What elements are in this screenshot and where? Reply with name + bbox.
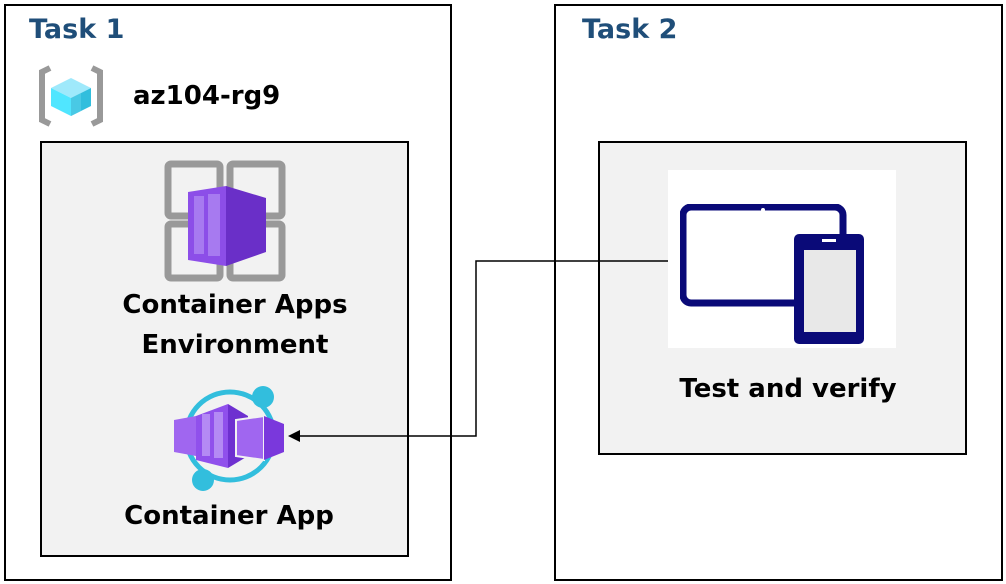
environment-label-line2: Environment	[141, 330, 329, 360]
task1-panel	[4, 4, 452, 581]
devices-icon	[680, 204, 864, 344]
task2-panel	[554, 4, 1003, 581]
resource-group-icon	[39, 65, 103, 127]
resource-group-name: az104-rg9	[133, 81, 281, 111]
task2-title: Task 2	[582, 14, 678, 45]
task1-title: Task 1	[29, 14, 125, 45]
container-app-icon	[174, 386, 284, 491]
test-verify-label: Test and verify	[679, 374, 897, 404]
container-app-label: Container App	[124, 501, 334, 531]
environment-label-line1: Container Apps	[122, 290, 348, 320]
container-apps-environment-icon	[164, 160, 286, 282]
